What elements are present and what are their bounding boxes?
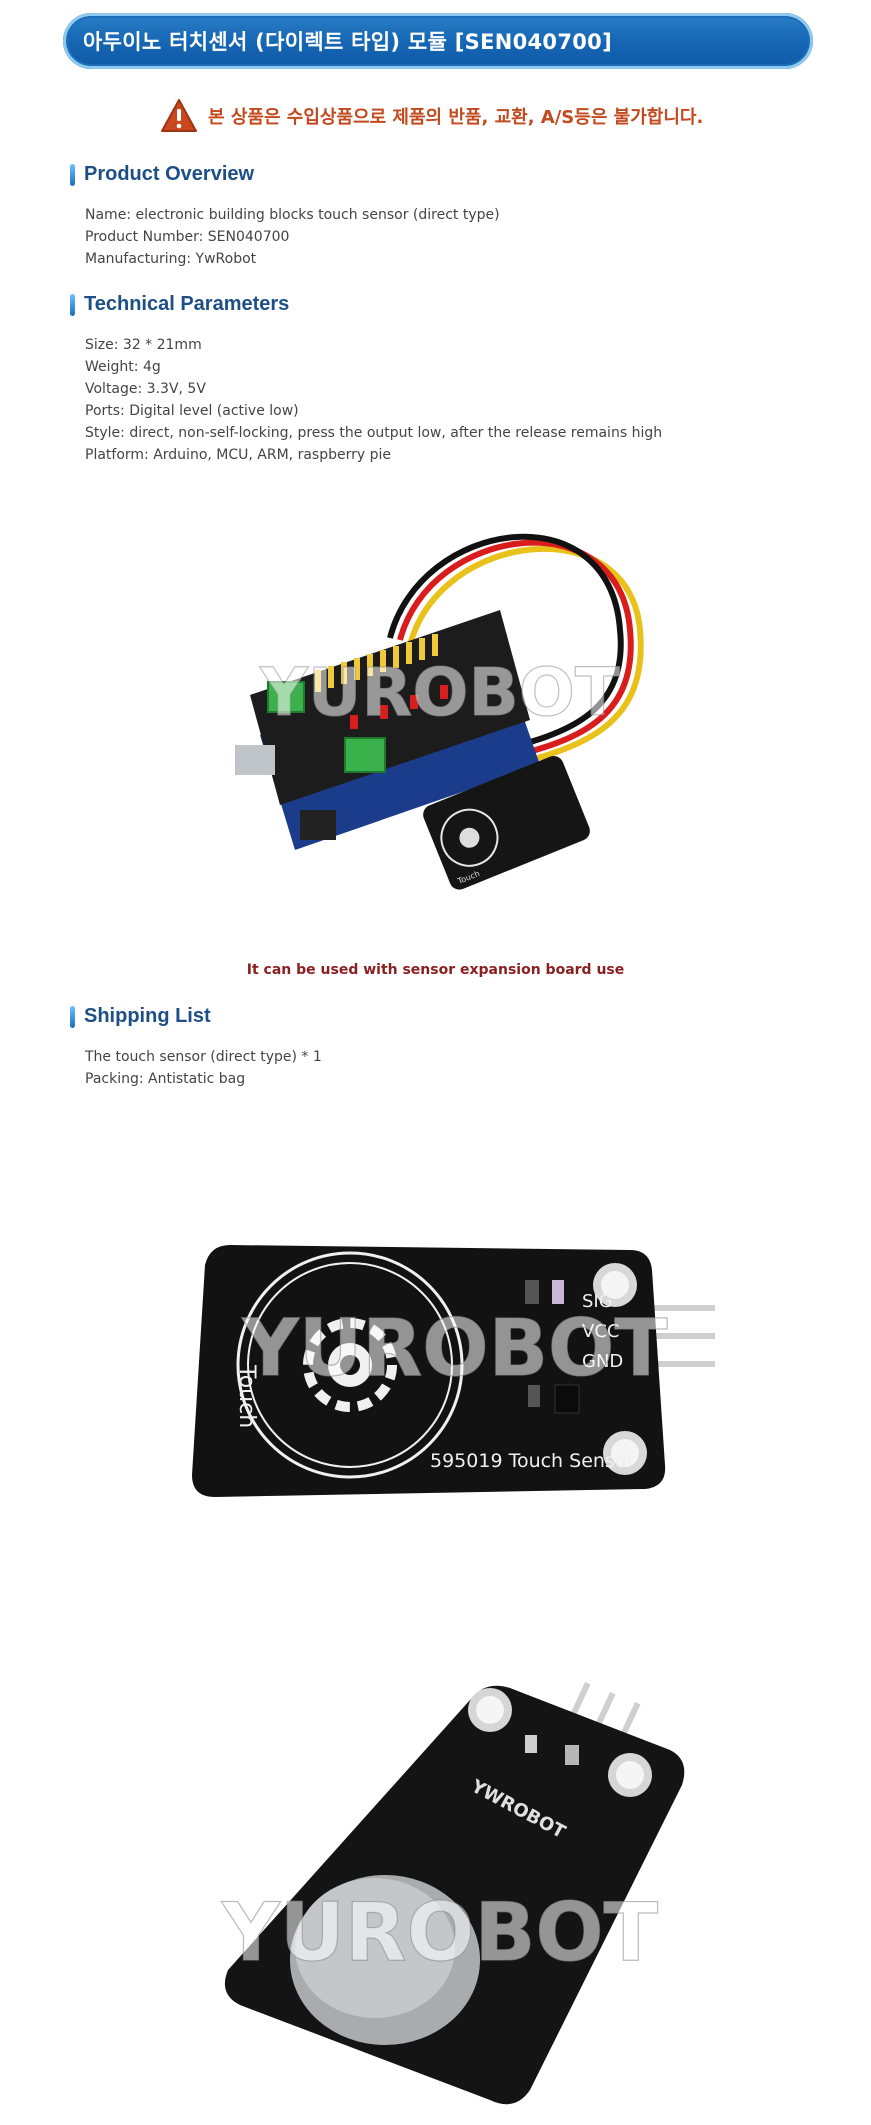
parameter-line: Ports: Digital level (active low)	[85, 403, 299, 419]
overview-line: Product Number: SEN040700	[85, 229, 290, 245]
technical-parameters-title: Technical Parameters	[84, 293, 290, 315]
parameter-line: Platform: Arduino, MCU, ARM, raspberry p…	[85, 447, 391, 463]
product-overview-title: Product Overview	[84, 163, 255, 185]
overview-line: Name: electronic building blocks touch s…	[85, 207, 500, 223]
pin-label-gnd: GND	[582, 1351, 623, 1372]
touch-label: Touch	[234, 1364, 259, 1428]
import-notice: 본 상품은 수입상품으로 제품의 반품, 교환, A/S등은 불가합니다.	[160, 97, 703, 135]
expansion-board-photo: Touch YUROBOT	[235, 533, 644, 890]
heading-marker	[70, 1005, 75, 1028]
page-title-bar: 아두이노 터치센서 (다이렉트 타입) 모듈 [SEN040700]	[63, 13, 813, 69]
pin-label-vcc: VCC	[582, 1321, 619, 1342]
page-title: 아두이노 터치센서 (다이렉트 타입) 모듈 [SEN040700]	[83, 30, 612, 54]
warning-icon	[161, 99, 197, 132]
shipping-line: The touch sensor (direct type) * 1	[85, 1049, 322, 1065]
shipping-list-title: Shipping List	[84, 1005, 211, 1027]
expansion-board-caption: It can be used with sensor expansion boa…	[246, 962, 625, 978]
shipping-list-heading: Shipping List	[70, 1005, 211, 1028]
pin-label-sig: SIG	[582, 1291, 613, 1312]
watermark-text: YUROBOT	[241, 1304, 667, 1394]
parameter-line: Weight: 4g	[85, 359, 161, 375]
technical-parameters-heading: Technical Parameters	[70, 293, 289, 316]
heading-marker	[70, 163, 75, 186]
watermark-text: YUROBOT	[221, 1886, 658, 1979]
shipping-list: The touch sensor (direct type) * 1 Packi…	[85, 1046, 322, 1090]
touch-sensor-front-photo: Touch SIG VCC GND 595019 Touch Sensor YU…	[192, 1245, 715, 1497]
parameter-line: Size: 32 * 21mm	[85, 337, 202, 353]
notice-text: 본 상품은 수입상품으로 제품의 반품, 교환, A/S등은 불가합니다.	[208, 107, 704, 128]
board-label: 595019 Touch Sensor	[430, 1450, 634, 1472]
touch-sensor-angled-photo: YWROBOT YUROBOT	[220, 1682, 685, 2105]
technical-parameters-list: Size: 32 * 21mm Weight: 4g Voltage: 3.3V…	[85, 334, 662, 466]
overview-line: Manufacturing: YwRobot	[85, 251, 257, 267]
parameter-line: Voltage: 3.3V, 5V	[85, 381, 206, 397]
product-overview-heading: Product Overview	[70, 163, 254, 186]
product-overview-list: Name: electronic building blocks touch s…	[85, 204, 500, 270]
shipping-line: Packing: Antistatic bag	[85, 1071, 246, 1087]
heading-marker	[70, 293, 75, 316]
parameter-line: Style: direct, non-self-locking, press t…	[85, 425, 663, 441]
watermark-text: YUROBOT	[259, 654, 620, 731]
